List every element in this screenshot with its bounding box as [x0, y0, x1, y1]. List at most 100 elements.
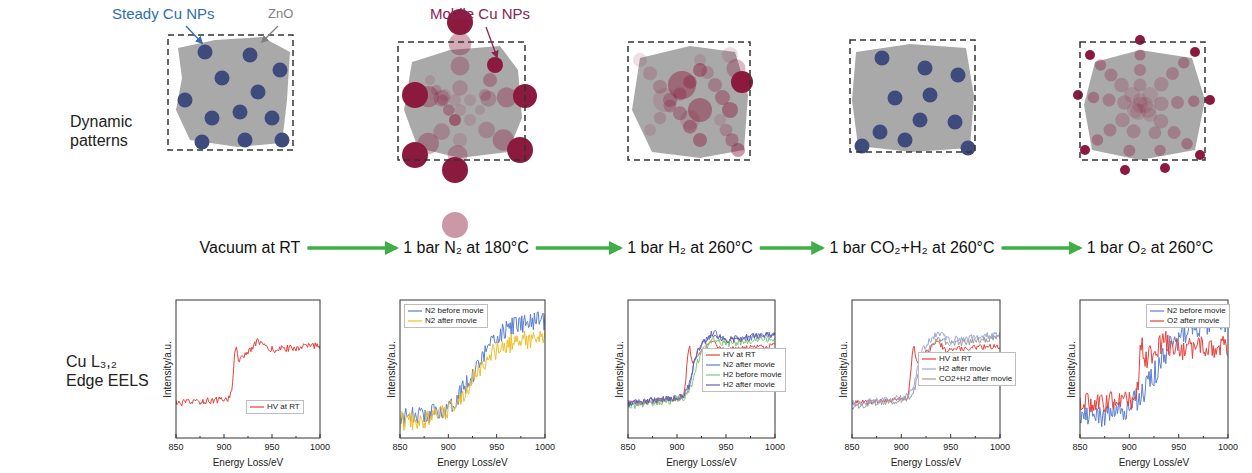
tick-label: 850 [1072, 442, 1087, 452]
steady-cu-np [913, 113, 928, 128]
axis-tick [1080, 434, 1081, 438]
mobile-cu-np [1142, 87, 1158, 103]
mobile-cu-np [1205, 95, 1215, 105]
axis-title: Intensity/a.u. [1065, 341, 1076, 398]
tick-label: 1000 [310, 442, 330, 452]
mobile-cu-np [1080, 145, 1090, 155]
mobile-cu-np [1114, 78, 1129, 93]
steady-cu-np [243, 48, 258, 63]
axis-tick [472, 436, 473, 438]
plot-legend: HV at RT [246, 400, 304, 414]
view-frame [1080, 42, 1205, 160]
mobile-cu-np [437, 95, 448, 106]
mobile-cu-np [1088, 92, 1100, 104]
tick-label: 950 [943, 442, 958, 452]
axis-tick [1104, 436, 1105, 438]
legend-text: N2 before movie [1167, 306, 1226, 316]
axis-tick [1154, 436, 1155, 438]
mobile-cu-np [1171, 96, 1184, 109]
mobile-cu-np [402, 142, 428, 168]
callout-label: Steady Cu NPs [112, 5, 215, 22]
plot-legend: HV at RTN2 after movieH2 before movieH2 … [702, 348, 786, 392]
axis-tick [677, 434, 678, 438]
mobile-cu-np [708, 78, 722, 92]
axis-tick [1178, 434, 1179, 438]
plot-legend: N2 before movieO2 after movie [1146, 304, 1230, 328]
tick-label: 850 [168, 442, 183, 452]
leader-line [486, 27, 497, 57]
axis-tick [1203, 436, 1204, 438]
condition-text: Vacuum at RT [200, 239, 301, 256]
steady-cu-np [273, 63, 288, 78]
zno-support [852, 44, 974, 152]
condition-label: 1 bar O₂ at 260°C [1084, 237, 1216, 259]
mobile-cu-np [633, 53, 647, 67]
flow-arrow [1002, 246, 1080, 250]
axis-tick [200, 436, 201, 438]
tick-label: 900 [894, 442, 909, 452]
leader-line [262, 26, 278, 42]
mobile-cu-np [453, 133, 467, 147]
mobile-cu-np [1188, 96, 1200, 108]
legend-line [250, 404, 264, 410]
mobile-cu-np [431, 85, 442, 96]
axis-title: Intensity/a.u. [161, 341, 172, 398]
condition-text: 1 bar O₂ at 260°C [1087, 239, 1213, 256]
axis-title: Intensity/a.u. [613, 341, 624, 398]
callout-label: ZnO [268, 6, 293, 21]
steady-cu-np [918, 61, 933, 76]
condition-label: 1 bar N₂ at 180°C [400, 237, 532, 259]
plot-frame [176, 300, 320, 438]
legend-item: CO2+H2 after movie [922, 374, 1012, 384]
steady-cu-np [961, 141, 976, 156]
steady-cu-np [875, 51, 890, 66]
axis-tick [176, 434, 177, 438]
mobile-cu-np [479, 89, 491, 101]
mobile-cu-np [449, 114, 461, 126]
axis-tick [272, 434, 273, 438]
legend-text: H2 before movie [723, 370, 782, 380]
axis-tick [750, 436, 751, 438]
legend-item: H2 before movie [706, 370, 782, 380]
mobile-cu-np [464, 114, 476, 126]
eels-spectrum [176, 338, 320, 405]
row-label: Cu L₃,₂ Edge EELS [66, 352, 156, 390]
axis-tick [224, 434, 225, 438]
view-frame [628, 42, 750, 160]
eels-spectrum [400, 312, 545, 426]
axis-title: Energy Loss/eV [437, 457, 508, 468]
plot-frame [400, 300, 545, 438]
axis-tick [652, 436, 653, 438]
mobile-cu-np [644, 124, 656, 136]
flow-arrow [536, 246, 620, 250]
axis-tick [726, 434, 727, 438]
axis-tick [876, 436, 877, 438]
legend-item: N2 before movie [408, 306, 484, 316]
axis-title: Energy Loss/eV [1119, 457, 1190, 468]
eels-spectrum [400, 331, 545, 431]
legend-line [1150, 318, 1164, 324]
axis-title: Intensity/a.u. [385, 341, 396, 398]
flow-arrow [307, 246, 396, 250]
axis-tick [520, 436, 521, 438]
legend-text: HV at RT [723, 350, 756, 360]
steady-cu-np [205, 111, 220, 126]
condition-label: 1 bar CO₂+H₂ at 260°C [826, 237, 997, 259]
row-label: Dynamic patterns [70, 112, 152, 150]
mobile-cu-np [1154, 77, 1169, 92]
mobile-cu-np [487, 57, 503, 73]
axis-tick [628, 434, 629, 438]
legend-item: HV at RT [706, 350, 782, 360]
mobile-cu-np [478, 122, 495, 139]
view-frame [398, 42, 525, 160]
zno-support [1084, 50, 1205, 160]
legend-text: N2 after movie [723, 360, 775, 370]
legend-text: H2 after movie [939, 364, 991, 374]
mobile-cu-np [694, 54, 706, 66]
mobile-cu-np [693, 133, 707, 147]
mobile-cu-np [668, 71, 696, 99]
mobile-cu-np [1181, 138, 1193, 150]
steady-cu-np [923, 88, 938, 103]
legend-item: N2 after movie [408, 316, 484, 326]
